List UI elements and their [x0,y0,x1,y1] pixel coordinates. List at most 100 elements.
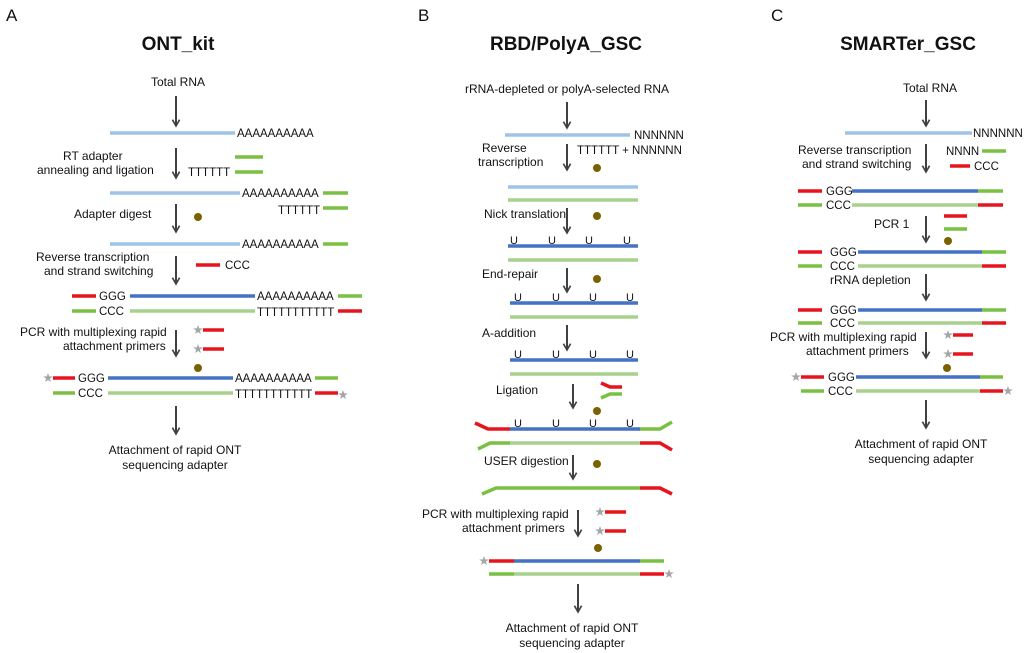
panel-a-polya-3: AAAAAAAAAA [242,239,319,251]
panel-b-step-rt-2: transcription [478,155,543,169]
panel-b-lig-red-left [474,421,510,431]
panel-a-ggg-1: GGG [99,291,126,303]
panel-b-user-cdna [481,486,640,496]
panel-c-n4: NNNN [946,146,979,158]
panel-b-u-1d: U [623,235,631,247]
panel-c-step-rt-1: Reverse transcription [798,143,911,157]
panel-b-u-3b: U [552,349,560,361]
panel-a-step-rt-adapter-2: annealing and ligation [37,163,154,177]
panel-a-polya-1: AAAAAAAAAA [237,128,314,140]
panel-b-u-3d: U [626,349,634,361]
panel-a-step-rt-adapter-1: RT adapter [63,149,123,163]
star-icon [943,349,953,358]
panel-b-enzyme-4 [593,407,601,415]
panel-b-u-2b: U [552,292,560,304]
panel-a-oligo-t: TTTTTT [188,167,230,179]
panel-b-u-2a: U [514,292,522,304]
star-icon [43,373,53,382]
panel-a-end-1: Attachment of rapid ONT [109,443,242,457]
panel-a-polya-5: AAAAAAAAAA [235,373,312,385]
panel-b-enzyme-1 [593,164,601,172]
panel-b-start-label: rRNA-depleted or polyA-selected RNA [465,82,669,96]
panel-c-primer-2 [943,349,973,358]
panel-c-step-pcr1: PCR 1 [874,217,910,231]
panel-b-lig-green-left [477,441,510,451]
panel-b-u-3c: U [589,349,597,361]
panel-a: A ONT_kit Total RNA AAAAAAAAAA RT adapte… [6,6,362,472]
panel-b-step-pcr-1: PCR with multiplexing rapid [422,507,569,521]
panel-b-rt-primer: TTTTTT + NNNNNN [577,145,682,157]
panel-a-letter: A [6,6,18,25]
panel-c-step-rt-2: and strand switching [802,157,911,171]
panel-b-step-a-add: A-addition [482,326,536,340]
star-icon [791,372,801,381]
panel-a-primer-2 [193,344,224,353]
panel-b-u-1b: U [548,235,556,247]
panel-a-enzyme-1 [194,213,202,221]
star-icon [479,556,489,565]
star-icon [595,526,605,535]
panel-b-end-1: Attachment of rapid ONT [506,621,639,635]
panel-c-step-pcr-1: PCR with multiplexing rapid [770,330,917,344]
panel-c-step-rrna: rRNA depletion [830,273,911,287]
panel-b-u-4b: U [552,418,560,430]
panel-b-enzyme-6 [594,544,602,552]
panel-c-start-label: Total RNA [903,81,957,95]
panel-b-u-1a: U [510,235,518,247]
star-icon [1003,386,1013,395]
star-icon [193,344,203,353]
panel-b-primer-2 [595,526,626,535]
panel-c-ccc-3: CCC [830,318,855,330]
panel-a-ggg-2: GGG [78,373,105,385]
panel-a-enzyme-2 [194,364,202,372]
panel-c: C SMARTer_GSC Total RNA NNNNNN Reverse t… [770,6,1023,466]
panel-a-polya-4: AAAAAAAAAA [257,291,334,303]
panel-a-end-2: sequencing adapter [122,458,227,472]
panel-c-ccc-oligo: CCC [974,161,999,173]
panel-c-end-2: sequencing adapter [868,452,973,466]
panel-b-u-1c: U [585,235,593,247]
panel-a-ccc-oligo: CCC [225,260,250,272]
panel-c-enzyme-2 [943,364,951,372]
star-icon [664,569,674,578]
star-icon [338,390,348,399]
panel-b-enzyme-5 [593,460,601,468]
star-icon [943,330,953,339]
panel-b-step-nick: Nick translation [484,207,566,221]
panel-b-u-3a: U [514,349,522,361]
panel-b-lig-green-right [640,420,673,431]
panel-c-primer-1 [943,330,973,339]
panel-a-polya-2: AAAAAAAAAA [242,188,319,200]
panel-b-title: RBD/PolyA_GSC [490,34,642,55]
panel-a-step-rt-1: Reverse transcription [36,250,149,264]
panel-a-ccc-1: CCC [99,306,124,318]
panel-c-ggg-4: GGG [828,372,855,384]
panel-b: B RBD/PolyA_GSC rRNA-depleted or polyA-s… [418,6,684,650]
panel-a-step-pcr-2: attachment primers [63,339,166,353]
panel-c-ggg-3: GGG [830,305,857,317]
panel-b-end-2: sequencing adapter [519,636,624,650]
panel-b-enzyme-2 [593,212,601,220]
panel-b-step-user: USER digestion [484,454,569,468]
panel-b-u-2d: U [626,292,634,304]
panel-c-ccc-1: CCC [826,200,851,212]
panel-a-ccc-2: CCC [78,388,103,400]
panel-a-step-rt-2: and strand switching [44,264,153,278]
panel-b-letter: B [418,6,429,25]
panel-a-oligo-t-2: TTTTTT [278,205,320,217]
panel-a-step-pcr-1: PCR with multiplexing rapid [20,325,167,339]
panel-a-title: ONT_kit [142,34,216,55]
panel-b-step-ligation: Ligation [496,383,538,397]
panel-c-ccc-2: CCC [830,261,855,273]
panel-a-step-digest: Adapter digest [74,207,152,221]
panel-b-y-adapter-red [600,381,622,389]
panel-a-polyt-1: TTTTTTTTTTT [257,307,334,319]
panel-a-polyt-2: TTTTTTTTTTT [235,389,312,401]
panel-b-step-pcr-2: attachment primers [462,521,565,535]
panel-c-ggg-2: GGG [830,247,857,259]
panel-c-ggg-1: GGG [826,186,853,198]
panel-c-n6: NNNNNN [973,128,1023,140]
panel-b-step-rt-1: Reverse [482,141,527,155]
panel-b-step-repair: End-repair [482,267,538,281]
